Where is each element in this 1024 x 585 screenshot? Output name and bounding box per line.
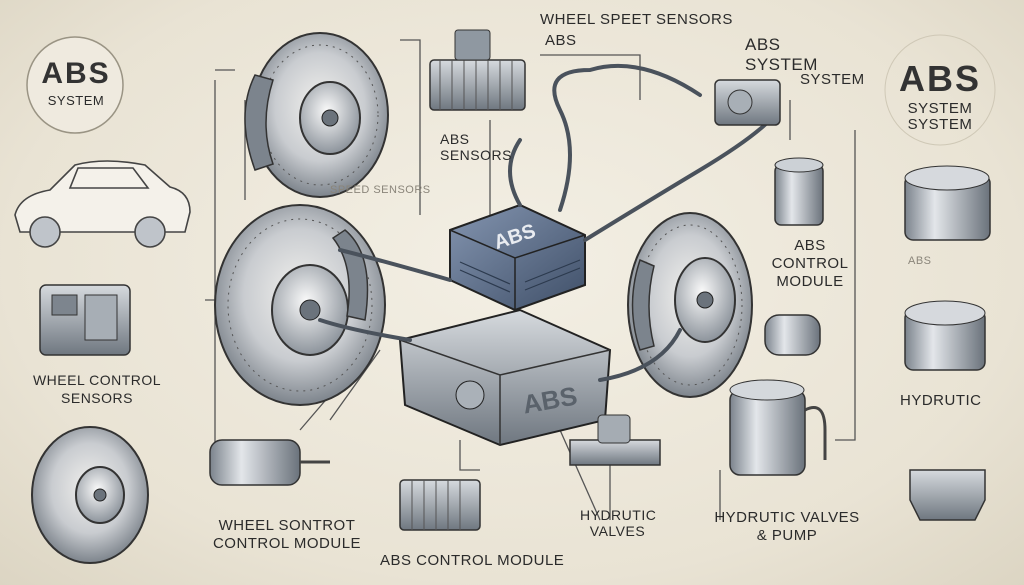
brake-disc-bottom-left: [31, 426, 149, 564]
abs-badge-right: [884, 34, 996, 146]
left-control-unit: [39, 284, 131, 356]
badge-left-subtitle: SYSTEM: [47, 93, 105, 108]
label-speed-sensors-faint: SPEED SENSORS: [330, 184, 431, 196]
fitting-right: [764, 314, 821, 356]
drum-top-right: [904, 165, 991, 241]
badge-right-line1: SYSTEM: [907, 100, 973, 117]
brake-lines: [318, 63, 772, 382]
label-hydrutic-right: HYDRUTIC: [900, 392, 982, 409]
label-abs-sensors-1: ABS: [440, 131, 470, 147]
label-hydrutic-valves-1: HYDRUTIC: [580, 507, 657, 523]
label-abs-system-3: SYSTEM: [800, 71, 865, 88]
abs-control-module-bottom: [399, 479, 481, 531]
badge-right-title: ABS: [898, 58, 981, 99]
label-abs-sensors-2: SENSORS: [440, 147, 512, 163]
badge-left-title: ABS: [41, 57, 111, 90]
brake-disc-large-right: [627, 212, 753, 398]
label-abs-system: ABS: [745, 35, 781, 54]
label-abs-system-2: SYSTEM: [745, 55, 818, 74]
label-abs-small-right: ABS: [908, 255, 932, 267]
label-abs-control-module-bottom: ABS CONTROL MODULE: [380, 552, 565, 569]
label-abs-top: ABS: [545, 32, 577, 49]
brake-disc-top-left: [244, 32, 389, 198]
abs-module-center: [449, 203, 586, 312]
valve-assembly-top-right: [714, 79, 781, 126]
label-wheel-control-sensors-2: SENSORS: [61, 390, 133, 406]
label-wheel-control-sensors-1: WHEEL CONTROL: [32, 372, 162, 388]
accumulator-right: [774, 157, 824, 226]
badge-right-line2: SYSTEM: [907, 116, 973, 133]
hydraulic-block-center: [398, 308, 612, 447]
hydraulic-pump: [729, 379, 827, 476]
wheel-speed-sensor-left: [209, 439, 330, 486]
label-abs-control-module-2: CONTROL: [771, 255, 849, 272]
abs-badge-left: [26, 36, 124, 134]
label-wheel-sontrot-1: WHEEL SONTROT: [218, 517, 356, 534]
car-sketch: [14, 160, 191, 248]
label-abs-control-module-1: ABS: [794, 237, 826, 254]
brake-disc-large-left: [214, 204, 386, 406]
abs-module-top: [429, 29, 526, 111]
drum-mid-right: [904, 300, 986, 371]
label-hydrutic-valves-pump-1: HYDRUTIC VALVES: [714, 509, 860, 526]
label-hydrutic-valves-2: VALVES: [589, 523, 646, 539]
label-wheel-sontrot-2: CONTROL MODULE: [212, 535, 362, 552]
caliper-bottom-right: [909, 469, 986, 521]
label-wheel-speed-sensors: WHEEL SPEET SENSORS: [540, 11, 733, 28]
hydraulic-valve-center: [569, 414, 661, 466]
label-hydrutic-valves-pump-2: & PUMP: [756, 527, 818, 544]
label-abs-control-module-3: MODULE: [776, 273, 844, 290]
